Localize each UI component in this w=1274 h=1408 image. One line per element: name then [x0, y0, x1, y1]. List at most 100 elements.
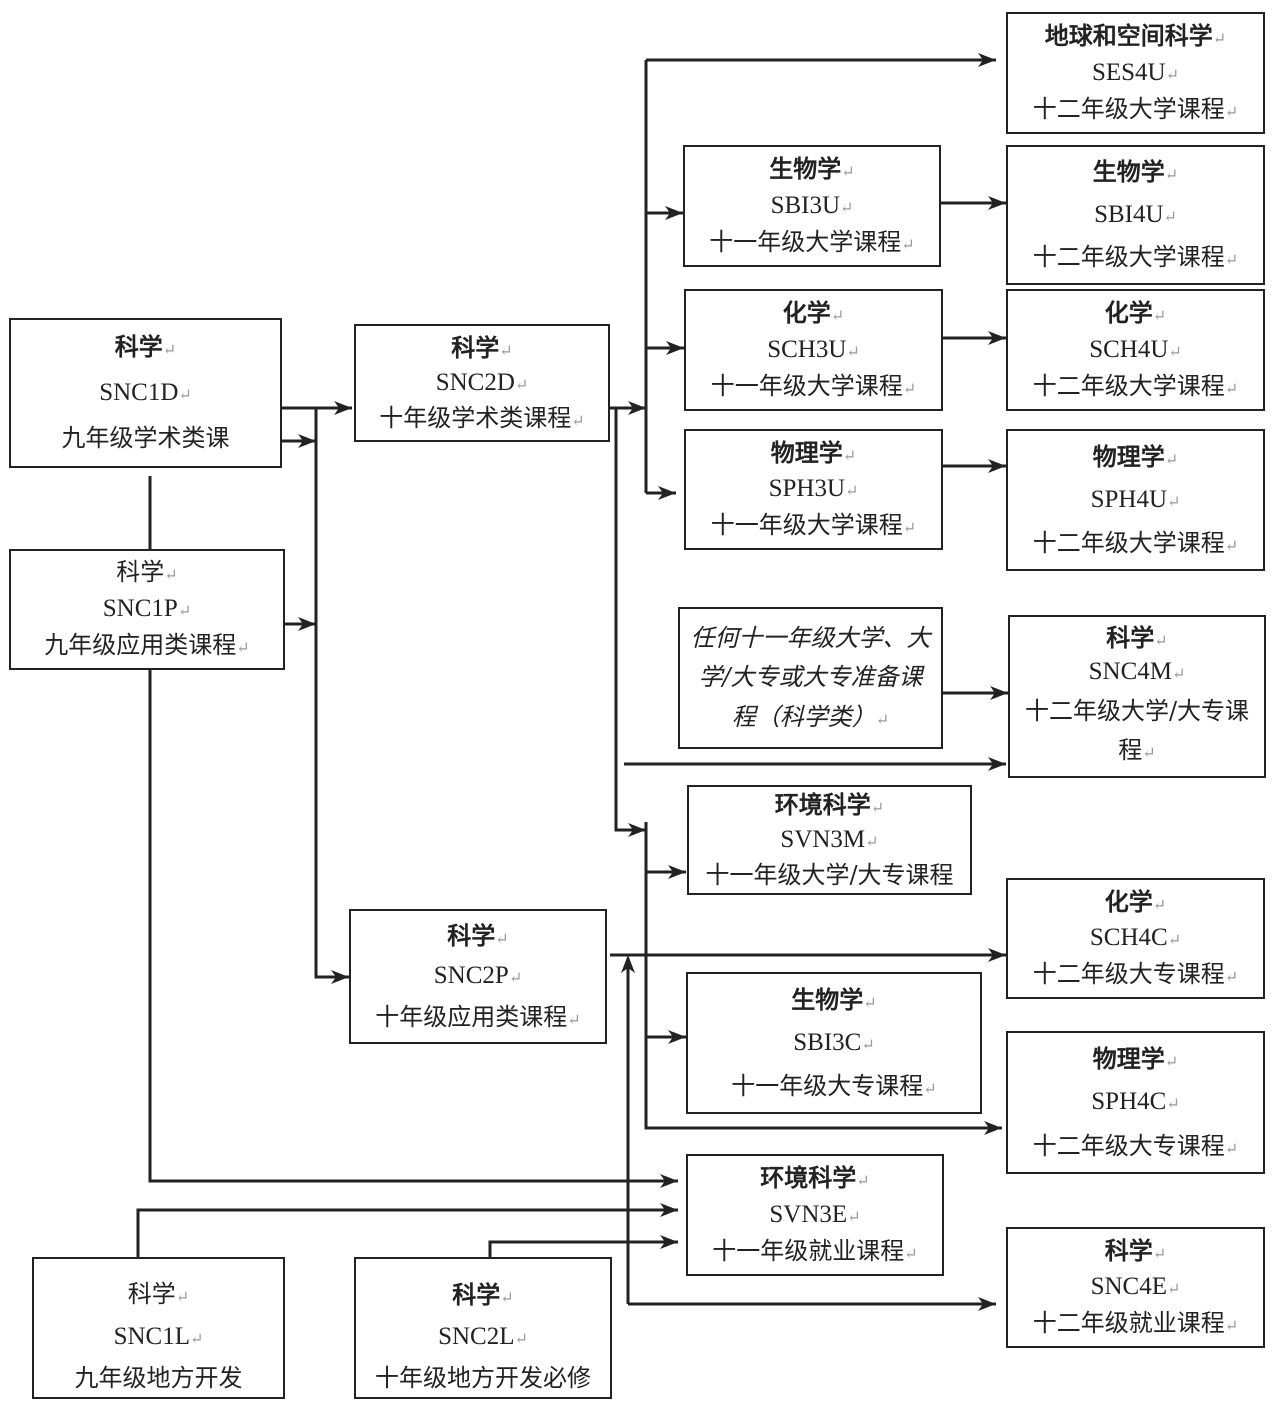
connector-line	[314, 408, 349, 979]
node-snc4e: 科学↵ SNC4E↵ 十二年级就业课程↵	[1006, 1227, 1265, 1348]
node-any-grade11-science: 任何十一年级大学、大学/大专或大专准备课程（科学类）↵	[678, 607, 943, 749]
node-title: 生物学↵	[769, 154, 855, 184]
node-grade: 十一年级大学课程↵	[710, 511, 917, 540]
arrowhead	[331, 970, 349, 984]
arrowhead	[665, 206, 683, 220]
arrowhead	[978, 53, 996, 67]
node-grade: 十一年级大学课程↵	[710, 372, 917, 401]
node-code: SPH4C↵	[1091, 1088, 1180, 1116]
node-grade: 十一年级大学/大专课程	[705, 860, 954, 889]
node-title: 化学↵	[1104, 887, 1167, 917]
node-grade: 十二年级大学课程↵	[1032, 528, 1239, 557]
node-code: SCH4U↵	[1089, 335, 1182, 363]
arrowhead	[668, 1030, 686, 1044]
node-grade: 九年级地方开发	[74, 1364, 243, 1393]
arrowhead	[334, 401, 352, 415]
node-sph3u: 物理学↵ SPH3U↵ 十一年级大学课程↵	[684, 429, 943, 550]
node-sbi4u: 生物学↵ SBI4U↵ 十二年级大学课程↵	[1006, 145, 1265, 285]
node-snc2p: 科学↵ SNC2P↵ 十年级应用类课程↵	[349, 909, 607, 1044]
node-code: SNC2D↵	[435, 368, 529, 396]
node-sbi3c: 生物学↵ SBI3C↵ 十一年级大专课程↵	[686, 972, 982, 1114]
node-sch3u: 化学↵ SCH3U↵ 十一年级大学课程↵	[684, 289, 943, 411]
arrowhead	[298, 434, 316, 448]
node-snc1l: 科学↵ SNC1L↵ 九年级地方开发	[32, 1257, 285, 1399]
node-grade: 十年级应用类课程↵	[375, 1002, 581, 1031]
node-snc1d: 科学↵ SNC1D↵ 九年级学术类课	[9, 318, 282, 468]
node-sph4u: 物理学↵ SPH4U↵ 十二年级大学课程↵	[1006, 429, 1265, 571]
arrowhead	[658, 486, 676, 500]
node-code: SNC4E↵	[1090, 1273, 1181, 1301]
connector-line	[136, 1208, 678, 1278]
node-svn3m: 环境科学↵ SVN3M↵ 十一年级大学/大专课程	[687, 785, 972, 895]
node-title: 科学↵	[451, 332, 513, 362]
node-grade: 十年级学术类课程↵	[379, 403, 585, 432]
node-title: 科学↵	[447, 920, 509, 950]
node-grade: 十一年级大学课程↵	[709, 228, 915, 257]
node-svn3e: 环境科学↵ SVN3E↵ 十一年级就业课程↵	[686, 1154, 944, 1276]
node-sch4u: 化学↵ SCH4U↵ 十二年级大学课程↵	[1006, 289, 1265, 411]
node-grade: 十二年级大学/大专课程↵	[1024, 697, 1250, 764]
node-code: SVN3E↵	[769, 1200, 861, 1228]
node-title: 物理学↵	[1092, 441, 1179, 471]
arrowhead	[628, 401, 646, 415]
connector-line	[614, 408, 646, 832]
arrowhead	[660, 1203, 678, 1217]
node-title: 化学↵	[1104, 298, 1167, 328]
connector-line	[644, 822, 1002, 1130]
node-grade: 十二年级就业课程↵	[1032, 1309, 1239, 1338]
node-grade: 十二年级大专课程↵	[1032, 1131, 1239, 1160]
node-code: SBI3C↵	[793, 1028, 875, 1056]
arrowhead	[978, 1297, 996, 1311]
node-code: SNC1D↵	[99, 378, 192, 406]
arrowhead	[988, 196, 1006, 210]
node-sph4c: 物理学↵ SPH4C↵ 十二年级大专课程↵	[1006, 1031, 1265, 1174]
node-code: SCH4C↵	[1089, 924, 1182, 952]
arrowhead	[988, 948, 1006, 962]
node-grade: 九年级学术类课	[61, 424, 230, 453]
node-text: 任何十一年级大学、大学/大专或大专准备课程（科学类）↵	[690, 623, 931, 731]
node-grade: 十二年级大学课程↵	[1032, 95, 1239, 124]
node-title: 科学↵	[452, 1280, 514, 1310]
node-title: 化学↵	[782, 298, 845, 328]
node-snc2l: 科学↵ SNC2L↵ 十年级地方开发必修	[354, 1257, 612, 1399]
node-title: 环境科学↵	[760, 1163, 870, 1193]
node-title: 生物学↵	[1092, 157, 1179, 187]
node-title: 科学↵	[114, 332, 177, 361]
node-grade: 十年级地方开发必修	[375, 1364, 591, 1393]
arrowhead	[660, 1174, 678, 1188]
node-code: SNC1L↵	[113, 1322, 204, 1350]
arrowhead	[988, 757, 1006, 771]
node-code: SNC2L↵	[438, 1322, 528, 1350]
node-grade: 十二年级大学课程↵	[1032, 243, 1239, 272]
node-title: 物理学↵	[770, 438, 857, 468]
node-code: SNC2P↵	[433, 962, 523, 990]
node-code: SPH3U↵	[768, 475, 859, 503]
node-ses4u: 地球和空间科学↵ SES4U↵ 十二年级大学课程↵	[1006, 12, 1265, 134]
node-code: SES4U↵	[1091, 58, 1180, 86]
node-code: SNC1P↵	[102, 595, 192, 623]
node-code: SBI4U↵	[1094, 200, 1177, 228]
node-title: 地球和空间科学↵	[1044, 21, 1227, 51]
node-code: SBI3U↵	[770, 191, 854, 219]
node-code: SVN3M↵	[780, 825, 879, 853]
connector-line	[148, 476, 678, 1183]
arrowhead	[988, 331, 1006, 345]
node-grade: 十二年级大专课程↵	[1032, 960, 1239, 989]
node-snc2d: 科学↵ SNC2D↵ 十年级学术类课程↵	[354, 324, 610, 442]
arrowhead	[298, 617, 316, 631]
arrowhead	[984, 1121, 1002, 1135]
arrowhead	[660, 1235, 678, 1249]
arrowhead	[628, 823, 646, 837]
arrowhead	[990, 686, 1008, 700]
node-grade: 九年级应用类课程↵	[44, 631, 250, 660]
arrowhead	[666, 341, 684, 355]
node-sch4c: 化学↵ SCH4C↵ 十二年级大专课程↵	[1006, 878, 1265, 999]
node-title: 科学↵	[1106, 622, 1168, 652]
arrowhead	[668, 865, 686, 879]
node-code: SCH3U↵	[767, 335, 860, 363]
node-title: 生物学↵	[791, 984, 877, 1014]
node-snc1p: 科学↵ SNC1P↵ 九年级应用类课程↵	[9, 549, 285, 670]
node-grade: 十一年级大专课程↵	[731, 1071, 937, 1100]
